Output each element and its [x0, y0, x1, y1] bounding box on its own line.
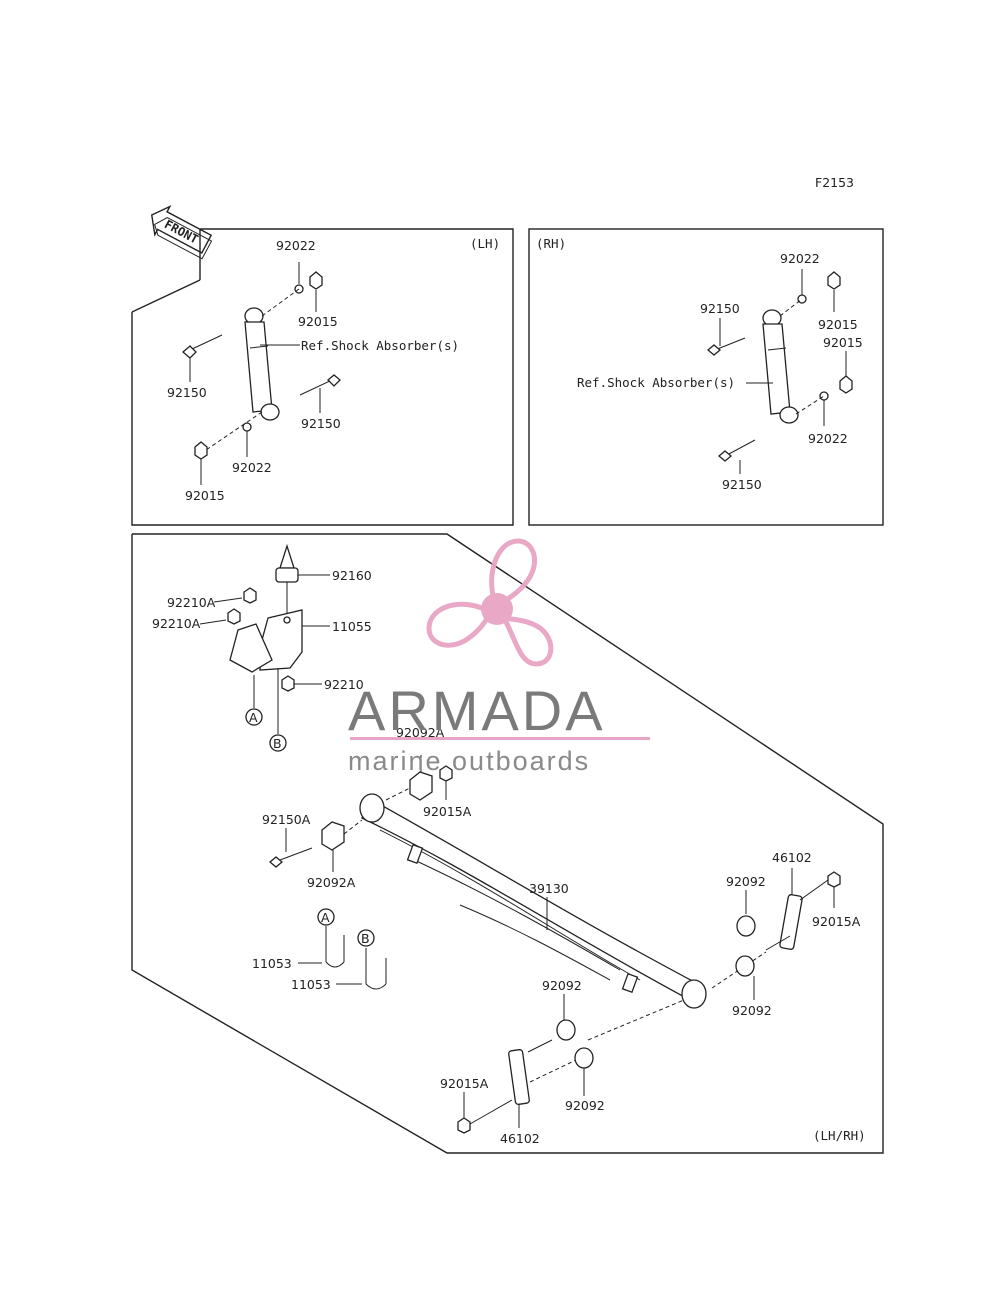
rh-92015-top-label: 92015 [818, 317, 858, 332]
panel-leaf-spring: (LH/RH) A B [131, 533, 884, 1154]
spring-bracket [229, 609, 330, 673]
lh-92022-top-label: 92022 [276, 238, 316, 253]
watermark-tagline: marine outboards [348, 746, 590, 776]
leaf-92210A-b-label: 92210A [152, 616, 201, 631]
leaf-92092-b2-label: 92092 [565, 1098, 605, 1113]
marker-b-bottom [357, 929, 375, 947]
figure-code: F2153 [815, 175, 854, 190]
panel-lh: (LH) 92022 92015 [131, 228, 514, 526]
lh-bolt-left [182, 334, 223, 359]
leaf-39130-label: 39130 [529, 881, 569, 896]
shackle-bottom [508, 999, 685, 1128]
lh-92022-bottom-label: 92022 [232, 460, 272, 475]
leaf-92092A-mid-label: 92092A [307, 875, 356, 890]
leaf-46102-right-label: 46102 [772, 850, 812, 865]
u-bolt-a [298, 926, 345, 968]
rh-washer-top [797, 294, 807, 304]
rh-bolt-bottom [717, 439, 756, 462]
leaf-92092A-top-label: 92092A [396, 725, 445, 740]
rh-ref-shock-label: Ref.Shock Absorber(s) [577, 375, 735, 390]
panel-rh: (RH) 92022 92150 92015 92015 [528, 228, 884, 526]
bushing-92092-b1 [556, 1019, 576, 1041]
nut-92015a-top [439, 765, 453, 782]
rh-side-label: (RH) [536, 236, 566, 251]
leaf-92210A-a-label: 92210A [167, 595, 216, 610]
lh-ref-shock-label: Ref.Shock Absorber(s) [301, 338, 459, 353]
bushing-92092-b2 [574, 1047, 594, 1069]
nut-92210a-b [227, 608, 241, 625]
nut-92210 [281, 675, 295, 692]
lh-bolt-right [299, 374, 341, 396]
marker-a-top [245, 708, 263, 726]
marker-a-bottom [317, 908, 335, 926]
shackle-right [711, 868, 803, 989]
leaf-side-label: (LH/RH) [813, 1128, 866, 1143]
watermark: ARMADA marine outboards [348, 538, 650, 776]
leaf-92092-r1-label: 92092 [726, 874, 766, 889]
lh-92150-left-label: 92150 [167, 385, 207, 400]
lh-shock-absorber [244, 307, 280, 421]
nut-92210a-a [243, 587, 257, 604]
lh-nut-bottom [194, 441, 208, 460]
rh-92022-top-label: 92022 [780, 251, 820, 266]
marker-b-top-text: B [273, 736, 282, 751]
bushing-92092-r2 [735, 955, 755, 977]
marker-b-top [269, 734, 287, 752]
leaf-92015A-top-label: 92015A [423, 804, 472, 819]
lh-92015-top-label: 92015 [298, 314, 338, 329]
watermark-rule [350, 737, 650, 740]
marker-b-bottom-text: B [361, 931, 370, 946]
leaf-11053-b-label: 11053 [291, 977, 331, 992]
leaf-11055-label: 11055 [332, 619, 372, 634]
leaf-92150A-label: 92150A [262, 812, 311, 827]
bushing-92092-r1 [736, 915, 756, 937]
rh-92015-mid-label: 92015 [823, 335, 863, 350]
leaf-11053-a-label: 11053 [252, 956, 292, 971]
u-bolt-b [336, 948, 387, 990]
bolt-92150a [268, 828, 313, 868]
bushing-92092a-mid [321, 819, 363, 872]
leaf-46102-bottom-label: 46102 [500, 1131, 540, 1146]
leaf-92015A-bottom-label: 92015A [440, 1076, 489, 1091]
leaf-spring [359, 793, 707, 1009]
rh-92022-bottom-label: 92022 [808, 431, 848, 446]
rh-washer-bottom [819, 391, 829, 401]
lh-side-label: (LH) [470, 236, 500, 251]
leaf-92210-label: 92210 [324, 677, 364, 692]
marker-a-bottom-text: A [321, 910, 330, 925]
rh-92150-bottom-label: 92150 [722, 477, 762, 492]
lh-92015-bottom-label: 92015 [185, 488, 225, 503]
rh-92150-top-label: 92150 [700, 301, 740, 316]
leaf-92092-r2-label: 92092 [732, 1003, 772, 1018]
rh-shock-absorber [762, 309, 799, 424]
nut-92015a-bottom [457, 1117, 471, 1134]
nut-92015a-right [827, 871, 841, 888]
rh-bolt-top [706, 337, 746, 356]
leaf-92092-b1-label: 92092 [542, 978, 582, 993]
bushing-92092a-top [385, 755, 433, 801]
watermark-brand: ARMADA [348, 679, 606, 742]
front-arrow-icon: FRONT [150, 204, 213, 260]
leaf-92160-label: 92160 [332, 568, 372, 583]
leaf-92015A-right-label: 92015A [812, 914, 861, 929]
rh-nut-top [827, 271, 841, 290]
lh-92150-right-label: 92150 [301, 416, 341, 431]
rh-nut-mid [839, 375, 853, 394]
bump-stop [275, 543, 330, 615]
lh-nut-top [309, 271, 323, 290]
propeller-logo-icon [426, 538, 554, 667]
marker-a-top-text: A [249, 710, 258, 725]
